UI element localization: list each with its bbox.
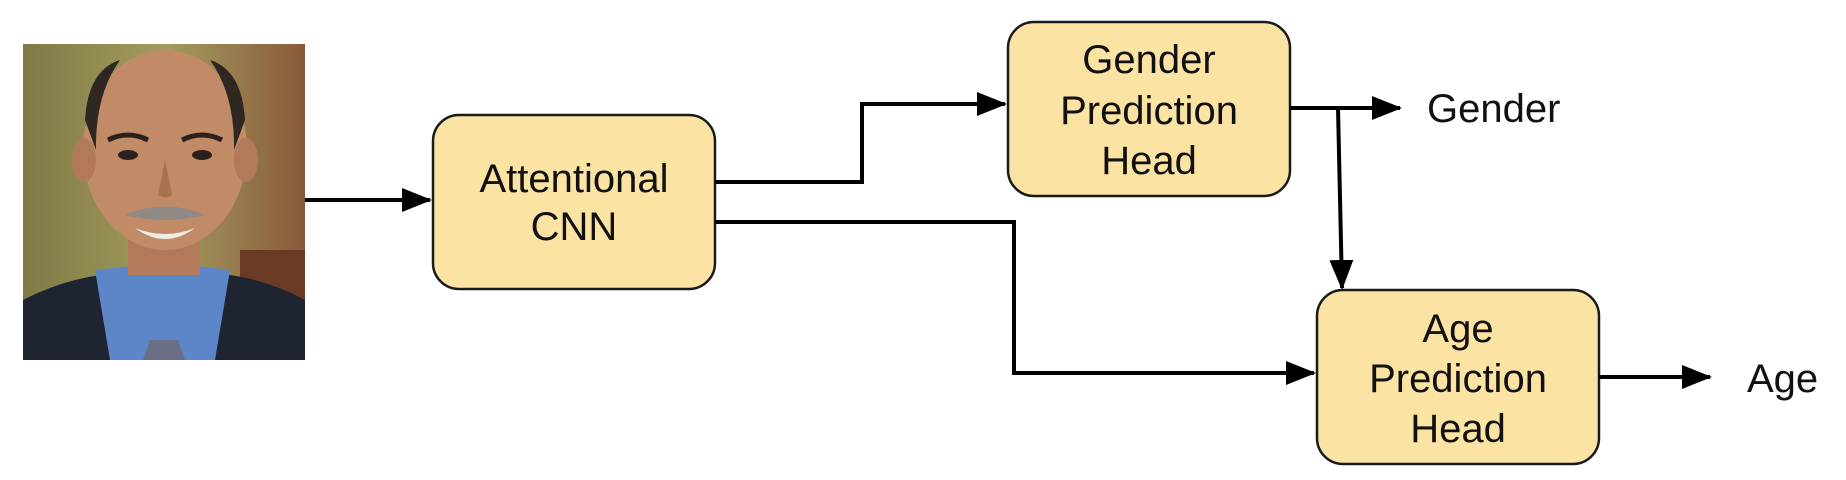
gender-head-label-line3: Head bbox=[1101, 139, 1197, 183]
age-output-label: Age bbox=[1747, 357, 1818, 401]
gender-prediction-head-node: Gender Prediction Head bbox=[1006, 20, 1292, 198]
gender-head-label-line2: Prediction bbox=[1060, 89, 1238, 133]
age-head-label-line3: Head bbox=[1410, 407, 1506, 451]
edge-gender-to-age-head bbox=[1329, 107, 1354, 290]
age-head-label-line2: Prediction bbox=[1369, 357, 1547, 401]
attentional-cnn-node: Attentional CNN bbox=[431, 113, 717, 291]
attentional-cnn-label-line2: CNN bbox=[531, 205, 618, 249]
input-face-photo bbox=[23, 44, 305, 360]
edge-cnn-to-gender-head bbox=[715, 92, 1007, 184]
edge-cnn-to-age-head bbox=[715, 220, 1316, 385]
gender-head-label-line1: Gender bbox=[1082, 38, 1215, 82]
gender-output-label: Gender bbox=[1427, 87, 1560, 131]
attentional-cnn-box bbox=[431, 113, 717, 291]
attentional-cnn-label-line1: Attentional bbox=[479, 157, 668, 201]
age-prediction-head-node: Age Prediction Head bbox=[1315, 288, 1601, 466]
age-head-label-line1: Age bbox=[1422, 307, 1493, 351]
